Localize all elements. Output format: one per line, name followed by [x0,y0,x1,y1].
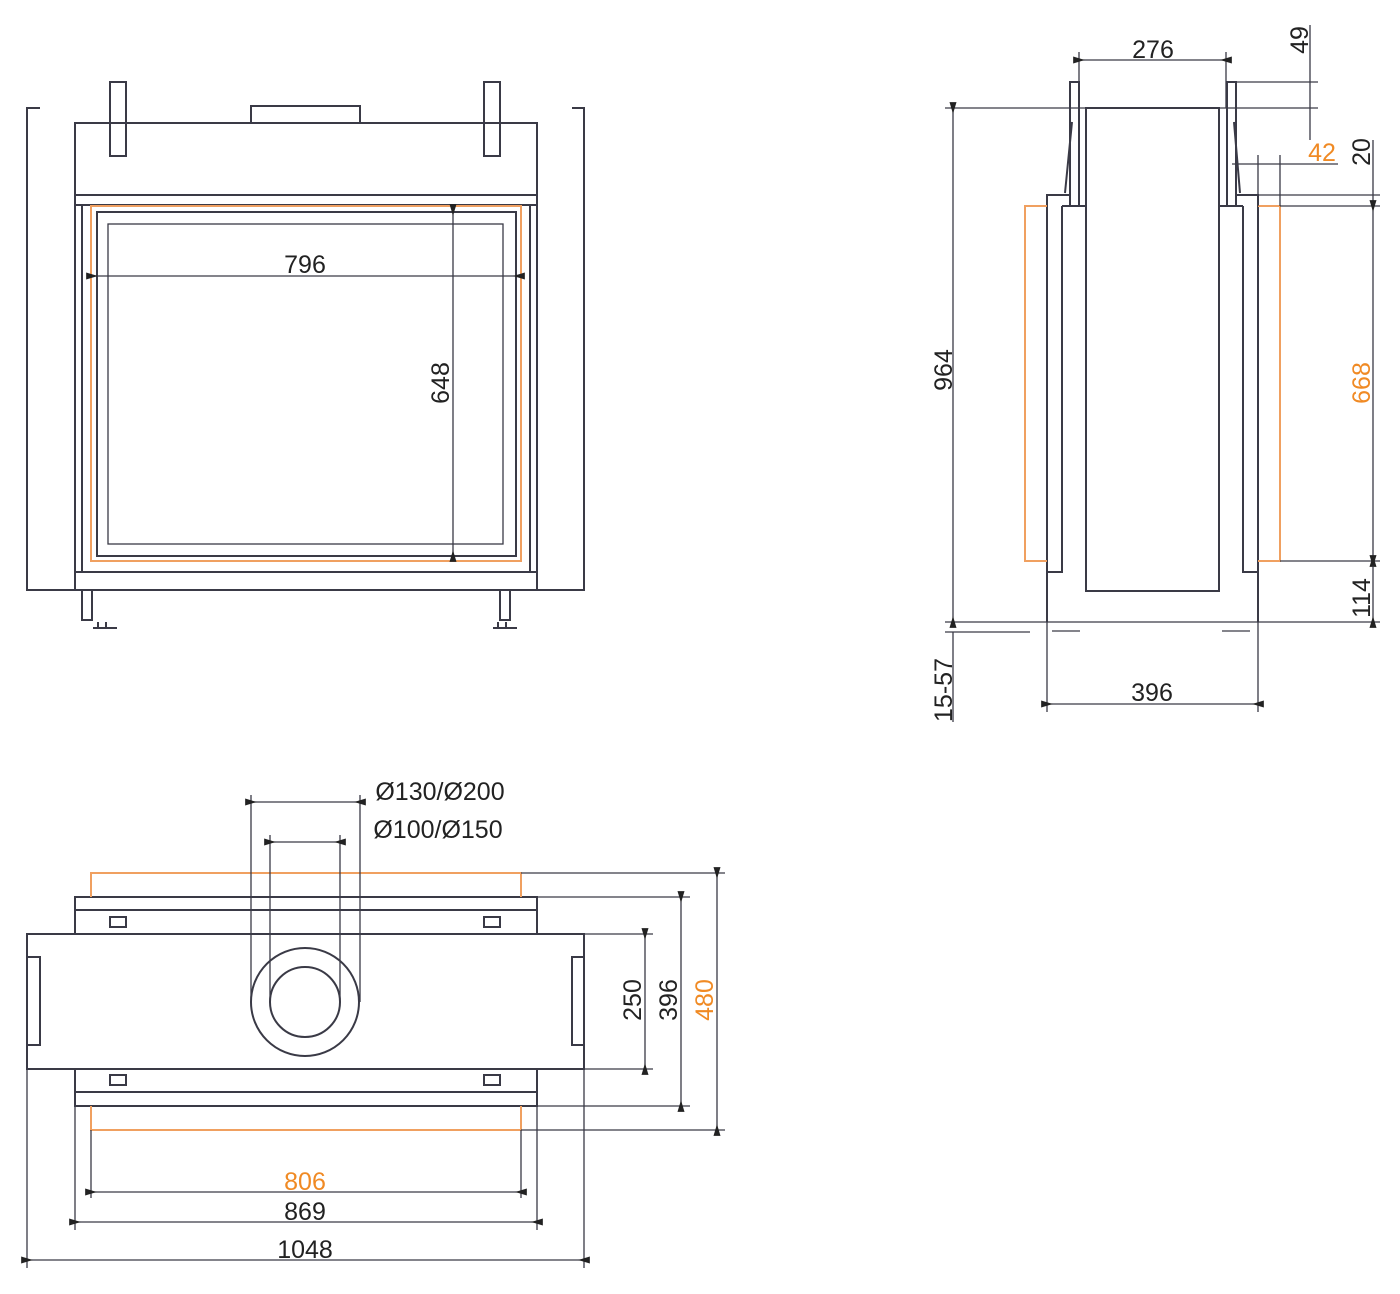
dim-648: 648 [427,362,455,404]
dim-396-side: 396 [1131,679,1173,707]
dim-250: 250 [619,979,647,1021]
dim-806: 806 [284,1168,326,1196]
dim-796: 796 [284,251,326,279]
flue-inner [269,966,341,1038]
top-view: Ø130/Ø200 Ø100/Ø150 250 396 480 806 869 … [21,778,725,1268]
dim-flue-inner: Ø100/Ø150 [373,816,502,844]
dim-1048: 1048 [277,1236,333,1264]
front-view: 796 648 [26,81,585,629]
dim-114: 114 [1348,578,1376,618]
dim-668: 668 [1348,362,1376,404]
dim-49: 49 [1286,26,1314,54]
dim-869: 869 [284,1198,326,1226]
dim-20: 20 [1348,138,1376,166]
dim-15-57: 15-57 [930,658,958,722]
side-view: 964 15-57 276 49 42 20 668 114 396 [930,25,1380,722]
dim-480: 480 [691,979,719,1021]
dim-964: 964 [930,349,958,391]
dim-flue-outer: Ø130/Ø200 [375,778,504,806]
dim-276: 276 [1132,36,1174,64]
flue-outer [250,947,360,1057]
dim-42: 42 [1308,139,1336,167]
dim-396-top: 396 [655,979,683,1021]
